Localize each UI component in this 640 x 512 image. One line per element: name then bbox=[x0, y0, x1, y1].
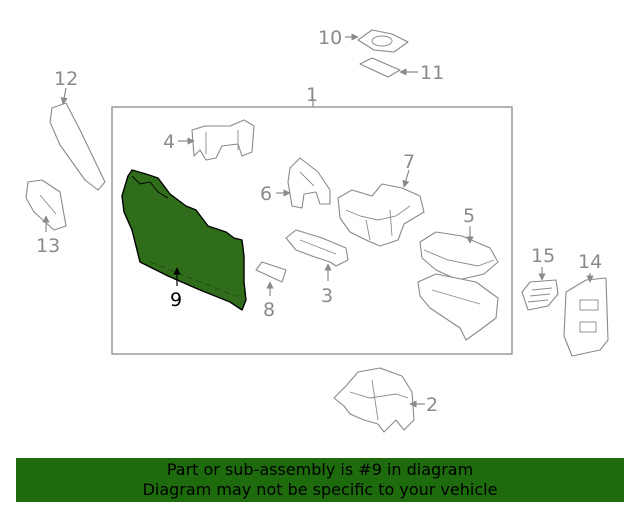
banner-line-2: Diagram may not be specific to your vehi… bbox=[142, 480, 498, 499]
part-14-side-trim bbox=[563, 277, 609, 357]
part-4-bracket bbox=[191, 119, 255, 161]
part-9-console-panel-highlighted bbox=[121, 169, 247, 311]
callout-9: 9 bbox=[170, 289, 182, 311]
callout-10: 10 bbox=[318, 27, 342, 49]
part-10-tray bbox=[357, 29, 409, 53]
callout-11: 11 bbox=[420, 62, 444, 84]
part-3-lower-bracket bbox=[285, 229, 349, 267]
callout-1: 1 bbox=[306, 84, 318, 106]
assembly-frame bbox=[111, 106, 513, 355]
part-2-lower-frame bbox=[333, 367, 415, 433]
part-5-armrest-lid bbox=[419, 231, 499, 281]
part-15-vent bbox=[521, 279, 559, 311]
part-13-side-cover bbox=[25, 179, 67, 231]
part-6-support bbox=[287, 157, 331, 209]
part-12-side-panel bbox=[49, 102, 106, 191]
callout-13: 13 bbox=[36, 235, 60, 257]
notice-banner: Part or sub-assembly is #9 in diagram Di… bbox=[16, 458, 624, 502]
part-11-mat bbox=[359, 57, 401, 78]
banner-line-1: Part or sub-assembly is #9 in diagram bbox=[166, 460, 474, 479]
callout-14: 14 bbox=[578, 251, 602, 273]
callout-4: 4 bbox=[163, 131, 175, 153]
callout-6: 6 bbox=[260, 183, 272, 205]
part-storage-box bbox=[417, 273, 499, 341]
callout-8: 8 bbox=[263, 299, 275, 321]
callout-3: 3 bbox=[321, 285, 333, 307]
callout-2: 2 bbox=[426, 394, 438, 416]
callout-12: 12 bbox=[54, 68, 78, 90]
part-7-center-body bbox=[337, 183, 425, 247]
callout-5: 5 bbox=[463, 205, 475, 227]
part-8-plate bbox=[255, 261, 287, 283]
callout-7: 7 bbox=[403, 151, 415, 173]
callout-15: 15 bbox=[531, 245, 555, 267]
